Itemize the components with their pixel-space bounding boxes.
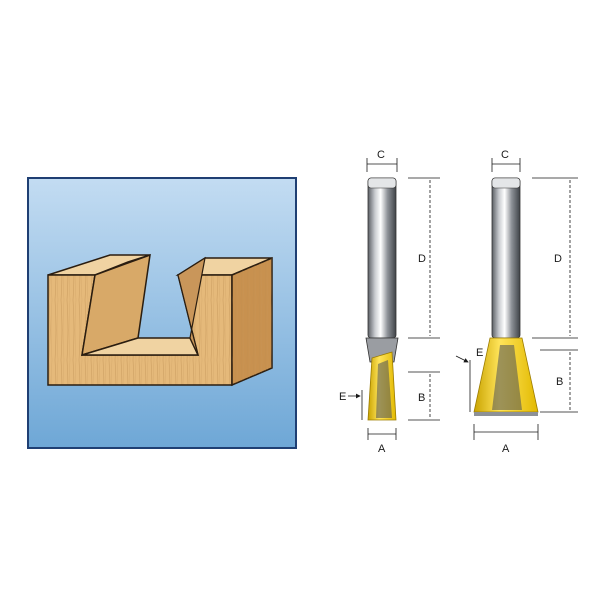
small-bit-label-d: D xyxy=(418,253,426,265)
small-bit-label-e: E xyxy=(339,391,346,403)
large-dovetail-bit: C D B E A xyxy=(455,149,578,455)
large-bit-shank xyxy=(491,177,521,339)
small-bit-shank xyxy=(367,177,397,339)
small-dovetail-bit: C D B E A xyxy=(339,149,440,455)
large-bit-label-d: D xyxy=(554,253,562,265)
large-bit-label-c: C xyxy=(501,149,509,161)
large-bit-label-a: A xyxy=(502,443,510,455)
small-bit-label-b: B xyxy=(418,392,425,404)
groove-right-wall xyxy=(177,256,206,356)
large-bit-label-e: E xyxy=(476,347,483,359)
wood-joint-illustration xyxy=(27,177,297,449)
small-bit-label-c: C xyxy=(377,149,385,161)
large-bit-label-b: B xyxy=(556,376,563,388)
small-bit-label-a: A xyxy=(378,443,386,455)
wood-side-grain xyxy=(232,258,272,385)
